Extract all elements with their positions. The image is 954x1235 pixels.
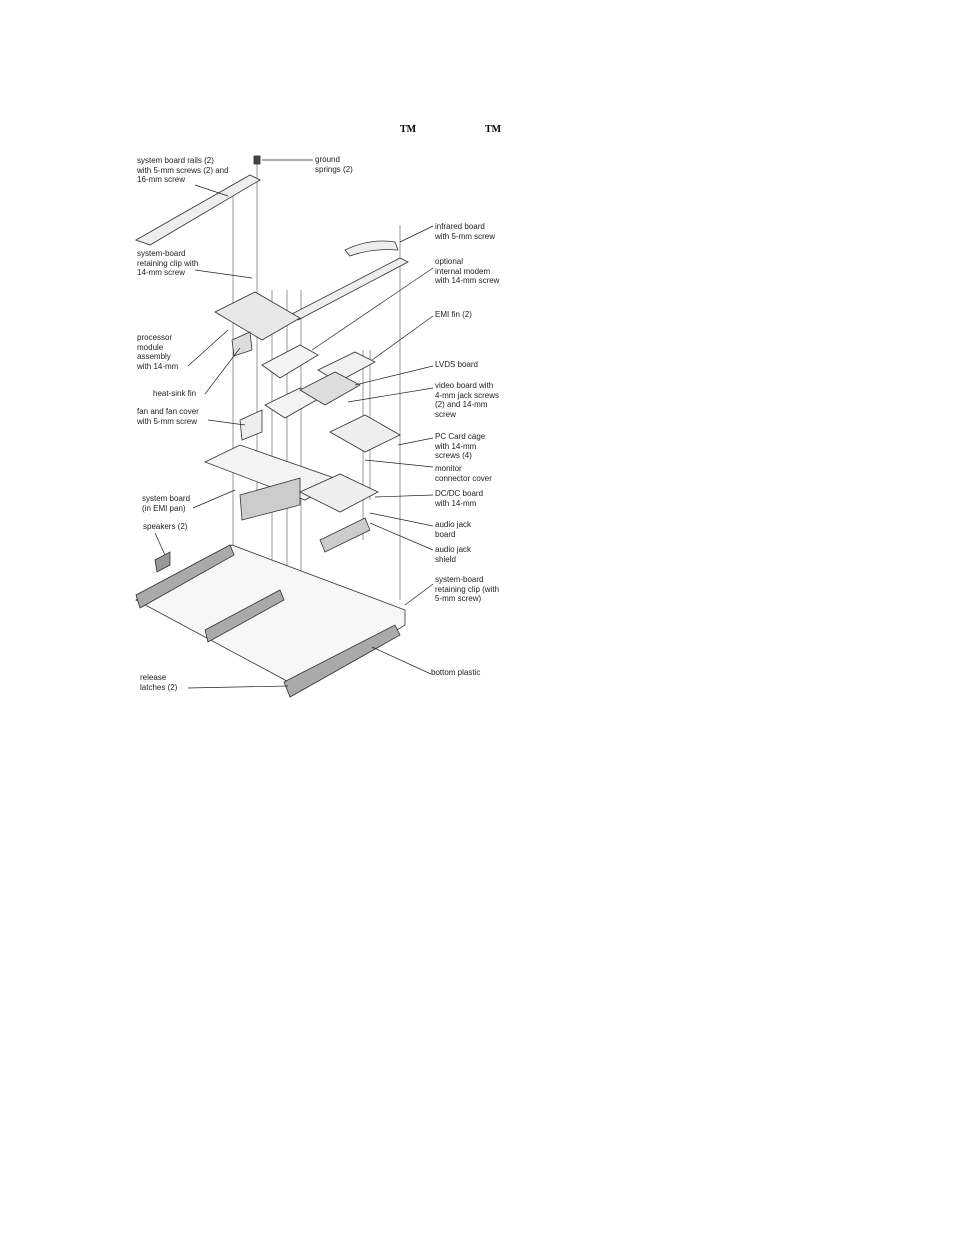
audio-jack-board [319,517,371,553]
fan [239,409,263,441]
label-monitor-connector-cover: monitor connector cover [435,464,492,483]
label-infrared-board: infrared board with 5-mm screw [435,222,496,241]
system-board-rail [135,174,261,246]
label-speakers: speakers (2) [143,522,188,531]
label-retaining-clip-5mm: system-board retaining clip (with 5-mm s… [435,575,500,603]
label-heat-sink-fin: heat-sink fin [153,389,197,398]
ground-spring [253,155,261,165]
label-emi-fin: EMI fin (2) [435,310,472,319]
label-bottom-plastic: bottom plastic [431,668,481,677]
label-ground-springs: ground springs (2) [315,155,353,174]
label-lvds-board: LVDS board [435,360,478,369]
video-board [299,371,361,406]
label-release-latches: release latches (2) [140,673,178,692]
release-latch [283,624,401,698]
trademark-symbol: TM [485,124,502,135]
bottom-plastic [135,544,406,691]
release-latch [135,544,235,609]
processor-module [214,291,301,341]
label-internal-modem: optional internal modem with 14-mm screw [435,257,500,285]
label-processor-module: processor module assembly with 14-mm [137,333,179,371]
label-system-board: system board (in EMI pan) [142,494,191,513]
dcdc-board [299,473,379,513]
modem-board [261,344,319,379]
infrared-board [344,240,399,257]
heat-sink-fin [231,331,253,357]
release-latch [204,589,285,643]
label-retaining-clip-14mm: system-board retaining clip with 14-mm s… [137,249,199,277]
modem-rail [289,257,409,321]
trademark-symbol: TM [400,124,417,135]
label-system-board-rails: system board rails (2) with 5-mm screws … [137,156,229,184]
label-fan: fan and fan cover with 5-mm screw [137,407,199,426]
label-video-board: video board with 4-mm jack screws (2) an… [435,381,500,419]
pc-card-cage [329,414,401,453]
label-dcdc-board: DC/DC board with 14-mm [435,489,484,508]
emi-pan [239,477,301,521]
speaker [154,551,171,573]
label-audio-jack-shield: audio jack shield [435,545,472,564]
leader-lines [154,159,434,689]
label-pc-card-cage: PC Card cage with 14-mm screws (4) [435,432,486,460]
label-audio-jack-board: audio jack board [435,520,472,539]
